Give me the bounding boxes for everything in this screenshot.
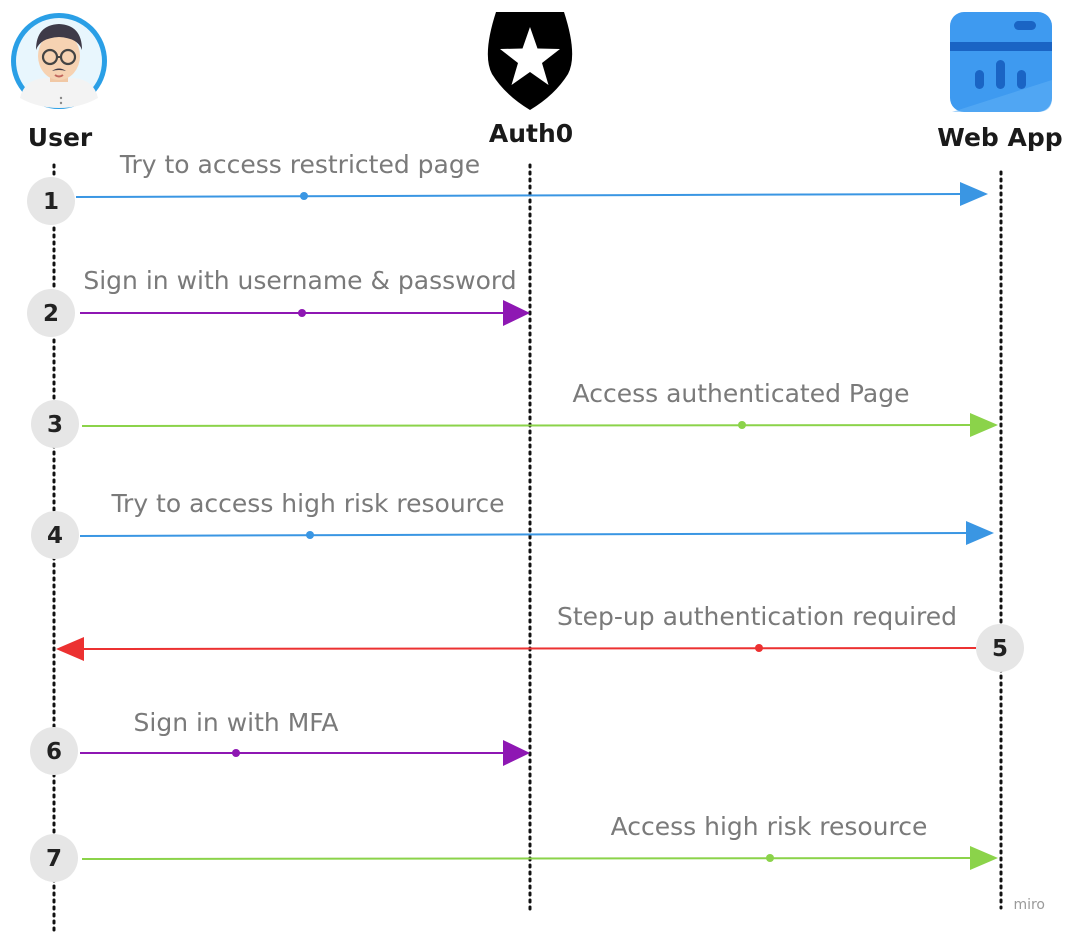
message-step-7: 7 Access high risk resource: [30, 812, 998, 882]
step-number: 5: [992, 636, 1008, 662]
message-label: Step-up authentication required: [557, 602, 957, 631]
message-step-6: 6 Sign in with MFA: [30, 708, 530, 775]
web-app-chart-icon: [950, 12, 1052, 112]
step-number: 1: [43, 189, 59, 215]
step-circle: [27, 177, 75, 225]
arrowhead-icon: [966, 521, 994, 545]
arrow-line: [81, 424, 973, 427]
step-circle: [30, 727, 78, 775]
message-label: Access high risk resource: [611, 812, 928, 841]
message-label: Sign in with MFA: [134, 708, 339, 737]
step-circle: [31, 511, 79, 559]
arrow-midpoint: [766, 854, 774, 862]
arrow-line: [81, 857, 973, 860]
arrow-midpoint: [298, 309, 306, 317]
message-step-1: 1 Try to access restricted page: [27, 150, 988, 225]
arrow-midpoint: [755, 644, 763, 652]
arrowhead-icon: [960, 182, 988, 206]
auth0-actor-label: Auth0: [489, 119, 573, 148]
arrow-midpoint: [232, 749, 240, 757]
step-circle: [30, 834, 78, 882]
arrow-midpoint: [306, 531, 314, 539]
message-label: Try to access high risk resource: [110, 489, 504, 518]
message-label: Access authenticated Page: [573, 379, 910, 408]
arrowhead-icon: [503, 300, 530, 326]
user-avatar-icon: [11, 13, 107, 109]
arrowhead-icon: [56, 637, 84, 661]
message-label: Sign in with username & password: [83, 266, 516, 295]
arrowhead-icon: [970, 846, 998, 870]
arrow-midpoint: [300, 192, 308, 200]
step-number: 4: [47, 523, 63, 549]
step-number: 2: [43, 301, 59, 327]
auth0-shield-star-icon: [487, 12, 573, 110]
arrow-line: [75, 193, 963, 198]
user-actor-label: User: [28, 123, 93, 152]
message-step-4: 4 Try to access high risk resource: [31, 489, 994, 559]
arrowhead-icon: [503, 740, 530, 766]
arrow-midpoint: [738, 421, 746, 429]
arrow-line: [81, 647, 977, 650]
message-step-5: 5 Step-up authentication required: [56, 602, 1024, 672]
message-label: Try to access restricted page: [119, 150, 480, 179]
message-step-3: 3 Access authenticated Page: [31, 379, 998, 448]
arrowhead-icon: [970, 413, 998, 437]
arrow-line: [79, 532, 969, 537]
step-number: 7: [46, 846, 62, 872]
step-number: 6: [46, 739, 62, 765]
message-step-2: 2 Sign in with username & password: [27, 266, 530, 337]
step-circle: [31, 400, 79, 448]
webapp-actor-label: Web App: [937, 123, 1062, 152]
watermark: miro: [1013, 897, 1045, 913]
step-circle: [976, 624, 1024, 672]
step-circle: [27, 289, 75, 337]
step-number: 3: [47, 412, 63, 438]
